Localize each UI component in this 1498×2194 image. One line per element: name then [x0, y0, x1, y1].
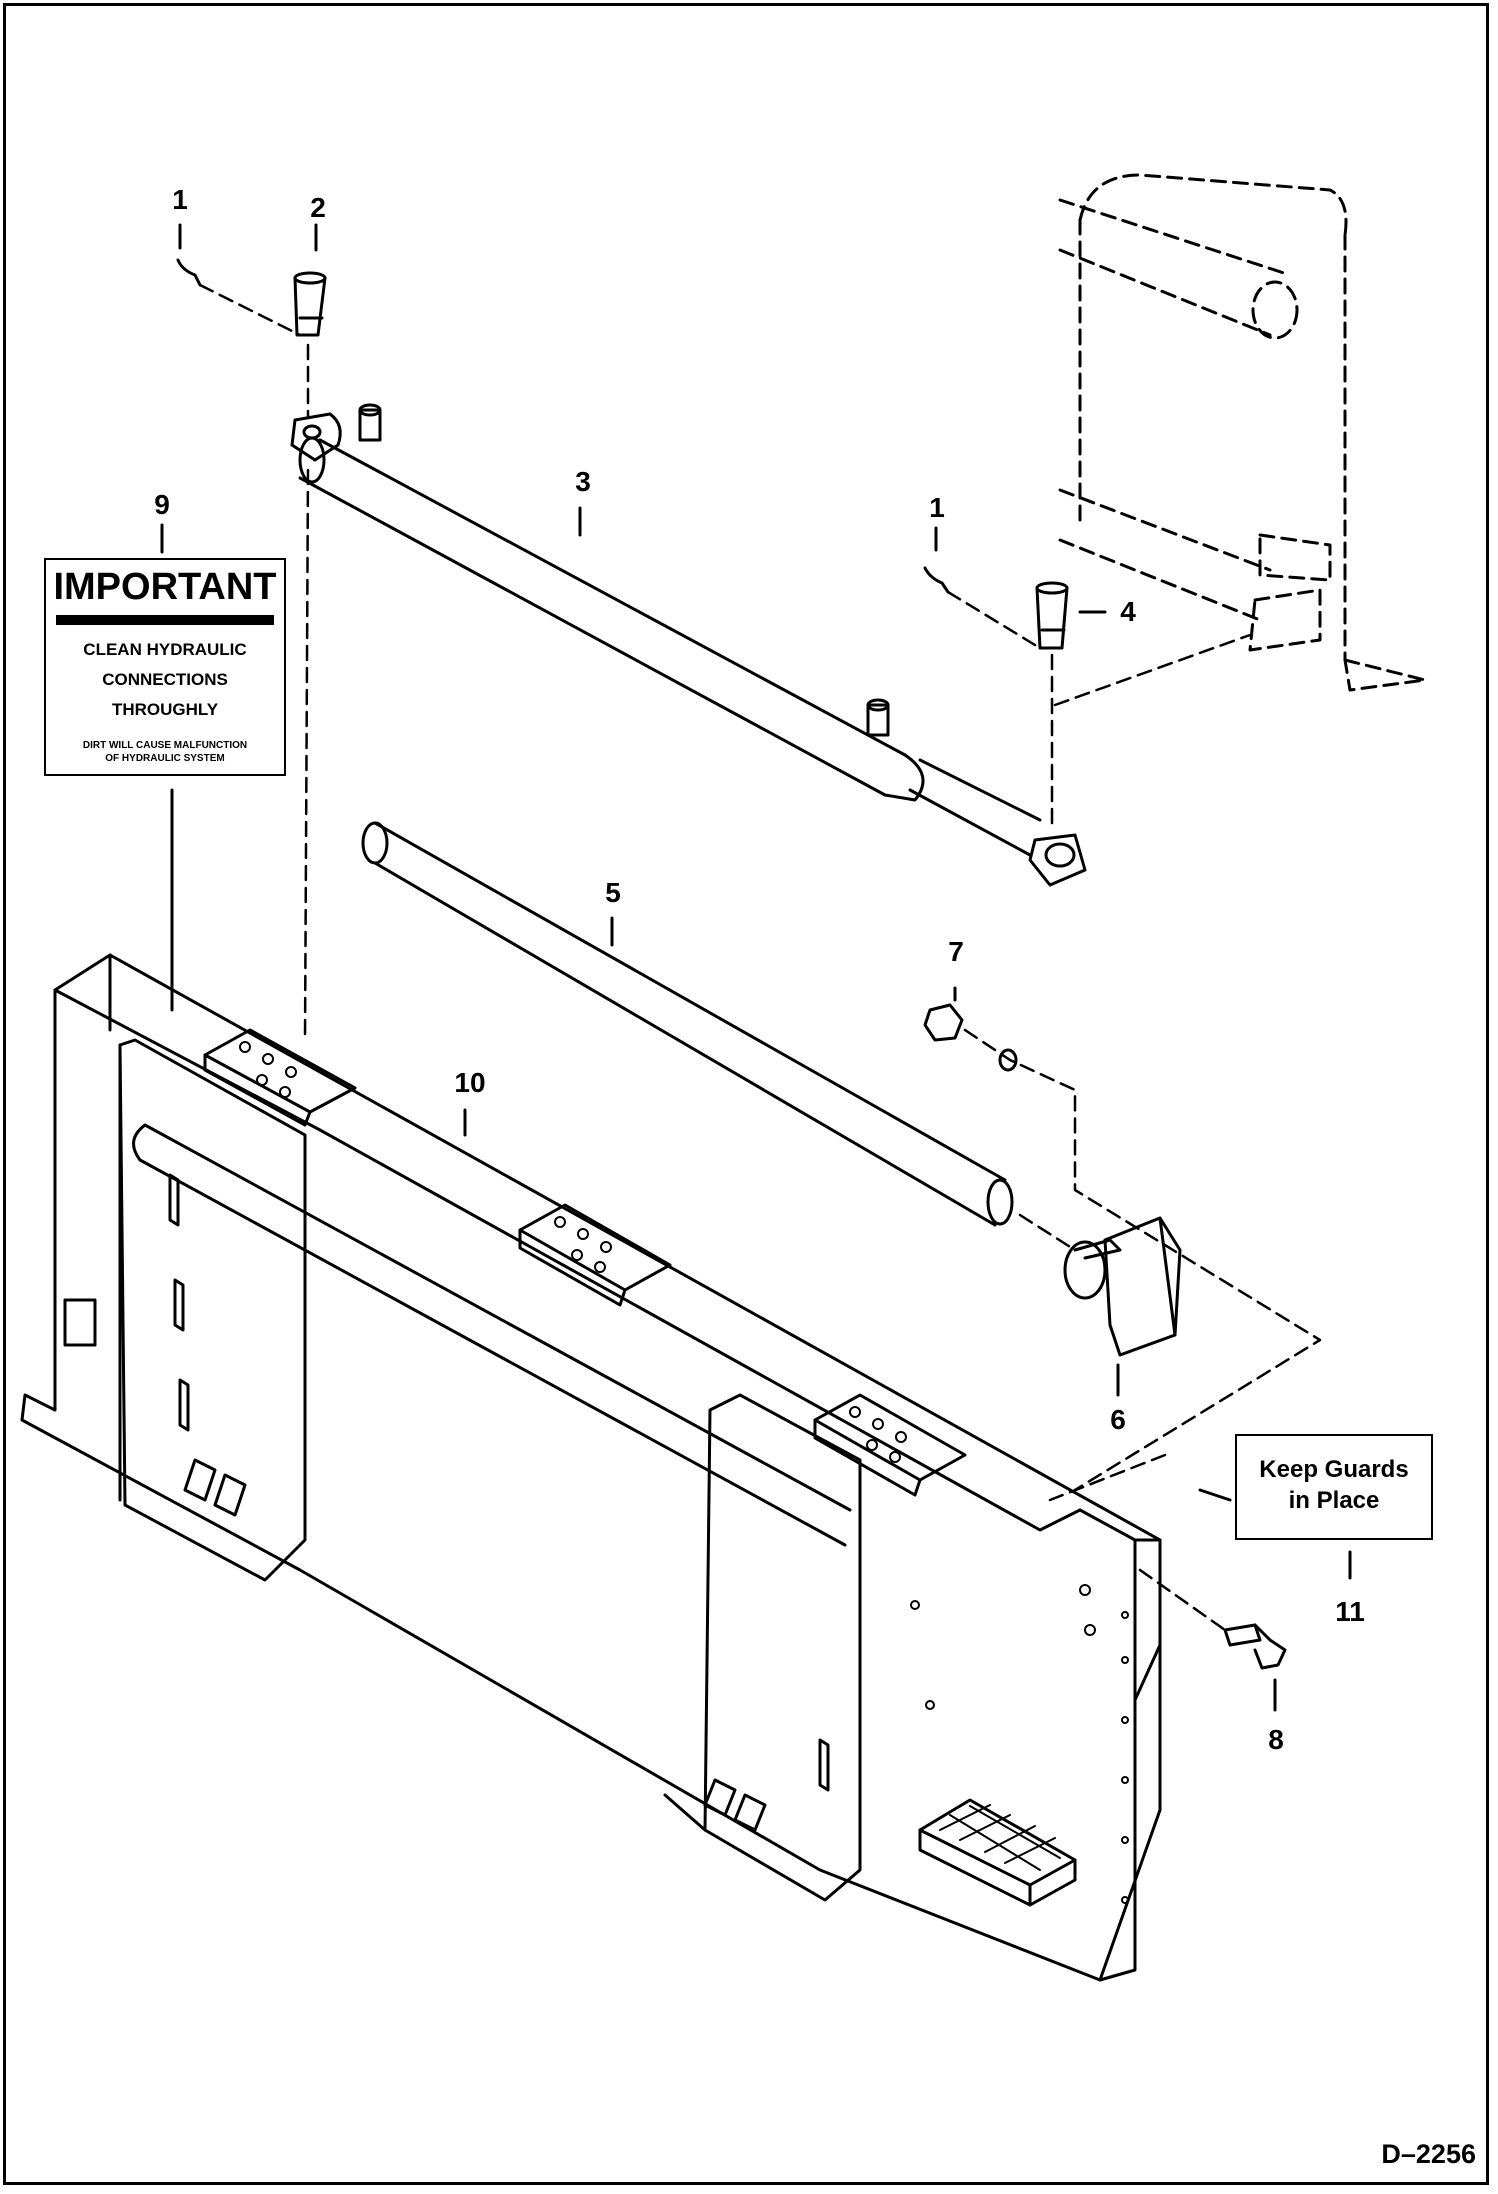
callout-11: 11 — [1335, 1596, 1365, 1627]
callout-1-left: 1 — [172, 184, 188, 215]
callout-10: 10 — [454, 1067, 486, 1098]
leader-lines — [160, 223, 1352, 1712]
pin-4 — [1035, 581, 1069, 650]
mounting-bracket — [1058, 173, 1427, 692]
important-small-text: DIRT WILL CAUSE MALFUNCTION OF HYDRAULIC… — [82, 740, 248, 764]
hardware — [923, 1003, 1287, 1670]
callout-5: 5 — [605, 877, 621, 908]
important-heading: IMPORTANT — [53, 566, 277, 608]
assembly-lines — [198, 283, 1322, 1632]
important-main-text: CLEAN HYDRAULIC CONNECTIONS THROUGHLY — [83, 640, 247, 719]
hydraulic-cylinder — [290, 403, 1087, 887]
callout-3: 3 — [575, 466, 591, 497]
cotter-pins — [176, 258, 950, 594]
callout-4: 4 — [1120, 596, 1136, 627]
drawing-number: D–2256 — [1381, 2139, 1476, 2169]
callout-8: 8 — [1268, 1724, 1284, 1755]
callout-7: 7 — [948, 936, 964, 967]
callout-9: 9 — [154, 489, 170, 520]
shaft — [361, 821, 1014, 1227]
quick-tach-frame — [20, 953, 1162, 1982]
important-decal: IMPORTANT CLEAN HYDRAULIC CONNECTIONS TH… — [44, 558, 286, 776]
keep-guards-text: Keep Guards in Place — [1259, 1456, 1409, 1514]
callout-2: 2 — [310, 192, 326, 223]
callout-6: 6 — [1110, 1404, 1126, 1435]
callout-1-right: 1 — [929, 492, 945, 523]
keep-guards-decal: Keep Guards in Place — [1235, 1434, 1433, 1540]
decal-rule — [56, 615, 274, 625]
pin-2 — [293, 271, 327, 337]
